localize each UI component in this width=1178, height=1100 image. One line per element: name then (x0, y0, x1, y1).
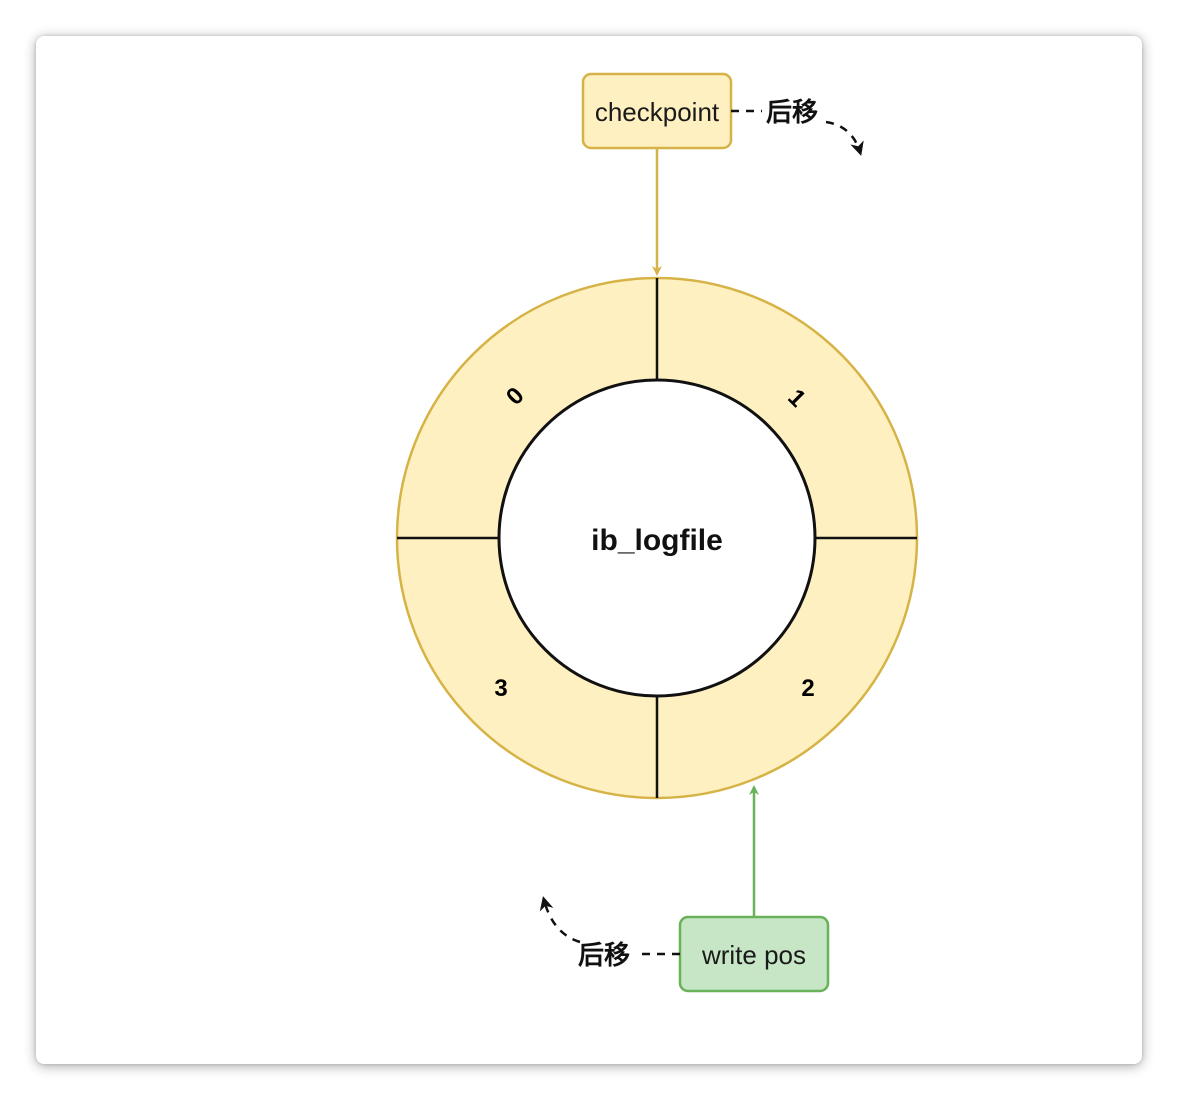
write-pos-move-arrow (539, 896, 581, 944)
checkpoint-move-arrow (825, 120, 864, 156)
segment-label-2: 2 (801, 675, 814, 702)
checkpoint-move-label: 后移 (766, 98, 818, 128)
write-pos-label: write pos (701, 940, 806, 970)
segment-label-3: 3 (494, 675, 507, 702)
checkpoint-label: checkpoint (595, 97, 720, 127)
center-label: ib_logfile (591, 524, 723, 557)
write-pos-move-label: 后移 (578, 941, 630, 971)
inner-circle (497, 378, 817, 698)
